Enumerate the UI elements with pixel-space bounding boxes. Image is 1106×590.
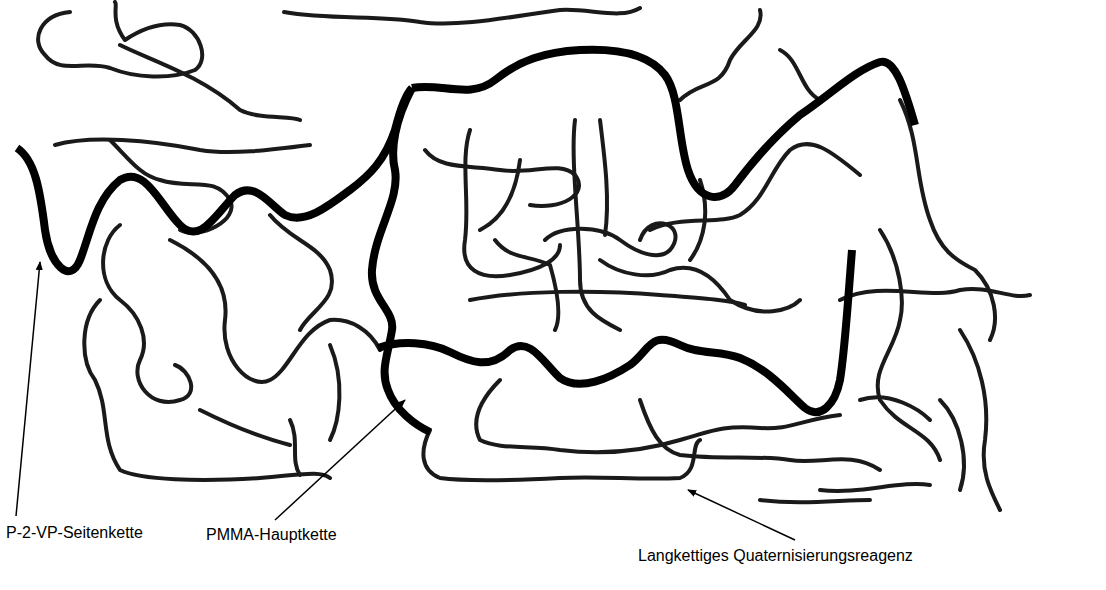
- backbone-chains: [17, 50, 915, 432]
- leader-arrows: [16, 262, 795, 540]
- part-label: P-2-VP-Seitenkette: [4, 523, 145, 542]
- leader-arrow: [688, 490, 795, 540]
- leader-arrow: [16, 262, 40, 516]
- side-chains: [38, 2, 1030, 510]
- leader-arrow: [275, 400, 405, 520]
- part-label: Langkettiges Quaternisierungsreagenz: [636, 546, 915, 565]
- part-label: PMMA-Hauptkette: [204, 525, 339, 544]
